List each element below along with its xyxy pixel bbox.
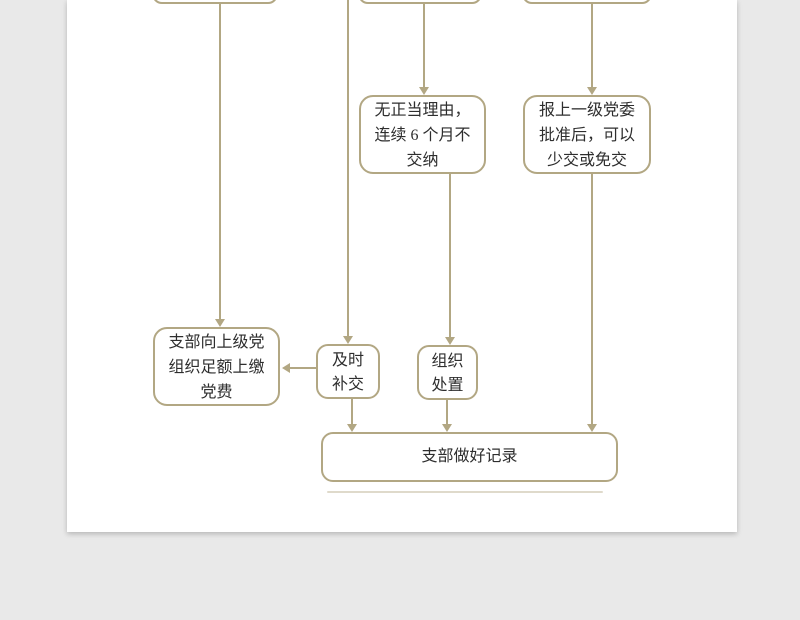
connector-top-to-makeup <box>347 0 349 336</box>
node-text-line: 无正当理由， <box>374 102 471 119</box>
shadow-echo-line <box>327 491 603 493</box>
flowchart-node-top-left-cropped <box>152 0 278 4</box>
connector-top-left-to-pay-full <box>219 4 221 319</box>
connector-makeup-to-record <box>351 399 353 424</box>
flowchart-node-top-middle-cropped <box>358 0 482 4</box>
arrow-down-icon <box>587 87 597 95</box>
arrow-down-icon <box>587 424 597 432</box>
connector-no-reason-to-disposal <box>449 174 451 337</box>
arrow-down-icon <box>442 424 452 432</box>
connector-makeup-to-pay-full <box>290 367 316 369</box>
arrow-down-icon <box>445 337 455 345</box>
flowchart-node-record: 支部做好记录 <box>321 432 618 482</box>
arrow-down-icon <box>343 336 353 344</box>
node-text-line: 组织足额上缴 <box>168 359 265 376</box>
document-page: 无正当理由， 连续 6 个月不 交纳 报上一级党委 批准后，可以 少交或免交 支… <box>67 0 737 532</box>
node-text-line: 报上一级党委 <box>538 102 635 119</box>
connector-disposal-to-record <box>446 400 448 424</box>
flowchart-node-pay-full: 支部向上级党 组织足额上缴 党费 <box>153 327 280 406</box>
connector-top-right-to-report <box>591 4 593 87</box>
flowchart-node-no-reason: 无正当理由， 连续 6 个月不 交纳 <box>359 95 486 174</box>
node-text-line: 连续 6 个月不 <box>374 127 471 144</box>
node-text-line: 补交 <box>331 376 364 393</box>
flowchart-node-top-right-cropped <box>522 0 652 4</box>
node-text-line: 支部做好记录 <box>421 448 518 465</box>
flowchart-node-org-disposal: 组织 处置 <box>417 345 478 400</box>
node-text-line: 批准后，可以 <box>538 127 635 144</box>
node-text-line: 支部向上级党 <box>168 334 265 351</box>
arrow-down-icon <box>215 319 225 327</box>
flowchart-node-makeup-payment: 及时 补交 <box>316 344 380 399</box>
arrow-down-icon <box>419 87 429 95</box>
node-text-line: 及时 <box>331 352 364 369</box>
node-text-line: 少交或免交 <box>546 152 627 169</box>
flowchart-node-report-committee: 报上一级党委 批准后，可以 少交或免交 <box>523 95 651 174</box>
node-text-line: 交纳 <box>406 152 439 169</box>
connector-top-middle-to-no-reason <box>423 4 425 87</box>
node-text-line: 处置 <box>431 377 464 394</box>
arrow-down-icon <box>347 424 357 432</box>
arrow-left-icon <box>282 363 290 373</box>
node-text-line: 组织 <box>431 353 464 370</box>
connector-report-to-record <box>591 174 593 424</box>
node-text-line: 党费 <box>200 384 233 401</box>
